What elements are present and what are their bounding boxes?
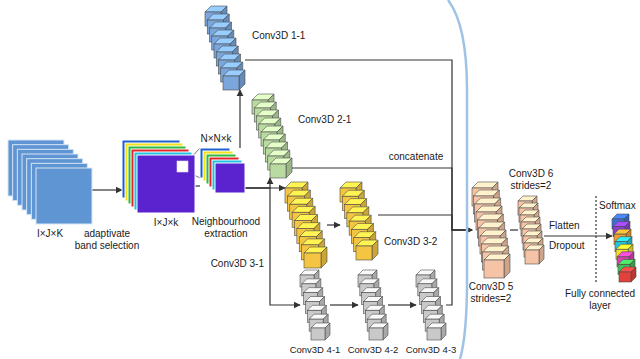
block-label: Fully connected layer [563, 288, 637, 312]
conv-block: Conv3D 4-2 [358, 270, 388, 340]
conv-block-shape [472, 182, 510, 278]
connector-arrow [330, 304, 358, 305]
shape-group [358, 270, 388, 340]
patch-cube-shape [200, 148, 245, 193]
block-label: Conv3D 2-1 [298, 114, 351, 126]
dotted-divider [595, 196, 596, 282]
input-cube: I×J×K [8, 140, 92, 224]
output-vector-shape [612, 214, 636, 282]
cube-side [631, 267, 636, 282]
cube-front [525, 250, 539, 264]
shape-group [612, 214, 636, 282]
cube-side [286, 158, 292, 178]
conv-block-shape [300, 270, 330, 340]
conv-block-shape [205, 6, 245, 90]
cube-front [270, 164, 286, 178]
conv-block-shape [358, 270, 388, 340]
connector-arrow [245, 60, 472, 230]
conv-block: Conv3D 6strides=2 [518, 196, 544, 264]
conv-block: Conv3D 2-1 [252, 94, 292, 178]
cube-front [619, 272, 631, 282]
block-label: Conv3D 4-1 [285, 344, 345, 356]
cube-front [356, 246, 372, 260]
block-label: I×J×K [25, 228, 75, 240]
shape-group [518, 196, 544, 264]
layer-note: Softmax [599, 200, 636, 212]
block-label: Conv3D 1-1 [252, 30, 305, 42]
cube-front [311, 328, 325, 340]
edge-label: concatenate [386, 151, 446, 163]
band-cube-shape [122, 140, 195, 213]
shape-group [122, 140, 195, 213]
shape-group [472, 182, 510, 278]
cube-side [383, 323, 388, 340]
conv-block-shape [285, 182, 327, 268]
connector-arrow [544, 235, 612, 236]
cube-slice [137, 155, 195, 213]
cube-front [369, 328, 383, 340]
connector-arrow [195, 185, 200, 186]
cube-side [239, 70, 245, 90]
connector-arrow [510, 229, 518, 230]
conv-block-shape [252, 94, 292, 178]
block-label: Conv3D 6 [501, 168, 561, 180]
connector-arrow [245, 178, 270, 188]
conv-block: Conv3D 3-1 [285, 182, 327, 268]
connector-arrow [388, 304, 416, 305]
conv-block-shape [518, 196, 544, 264]
cube-slice [215, 163, 245, 193]
cube-side [321, 247, 327, 268]
conv-block: Conv3D 4-3 [416, 270, 446, 340]
layer-note: Dropout [549, 240, 585, 252]
shape-group [252, 94, 292, 178]
cube-side [539, 245, 544, 264]
cube-front [304, 253, 321, 268]
edge-label: adaptivate band selection [73, 228, 141, 252]
conv-block-shape [416, 270, 446, 340]
patch-cube: N×N×k [200, 148, 245, 193]
shape-group [300, 270, 330, 340]
conv-block: Conv3D 4-1 [300, 270, 330, 340]
layer-note: Flatten [549, 220, 580, 232]
block-label: I×J×k [141, 217, 191, 229]
block-label: Conv3D 3-1 [204, 258, 264, 270]
connector-arrow [292, 168, 472, 230]
shape-group [285, 182, 327, 268]
conv-block: Conv3D 1-1 [205, 6, 245, 90]
output-vector: Fully connected layer [612, 214, 636, 282]
concatenate-bracket [448, 0, 467, 359]
block-label: Conv3D 4-2 [343, 344, 403, 356]
connector-arrow [378, 215, 472, 230]
shape-group [200, 148, 245, 193]
patch-window [177, 161, 188, 172]
input-cube-shape [8, 140, 92, 224]
conv-block: Conv3D 3-2 [340, 182, 378, 260]
connector-arrow [239, 90, 240, 148]
conv-block-shape [340, 182, 378, 260]
conv-block: Conv3D 5strides=2 [472, 182, 510, 278]
shape-group [205, 6, 245, 90]
block-label: strides=2 [461, 293, 521, 305]
cube-slice [36, 168, 92, 224]
cube-side [504, 254, 510, 278]
shape-group [416, 270, 446, 340]
connector-arrow [92, 189, 122, 190]
cube-side [441, 323, 446, 340]
shape-group [340, 182, 378, 260]
edge-label: Neighbourhood extraction [189, 216, 263, 240]
block-label: strides=2 [501, 180, 561, 192]
cube-front [484, 260, 504, 278]
shape-group [8, 140, 92, 224]
band-cube: I×J×k [122, 140, 195, 213]
block-label: Conv3D 5 [461, 281, 521, 293]
cube-front [427, 328, 441, 340]
cube-front [223, 76, 239, 90]
cube-side [325, 323, 330, 340]
block-label: N×N×k [198, 133, 234, 145]
cube-side [372, 240, 378, 260]
connector-arrow [327, 224, 340, 225]
block-label: Conv3D 4-3 [401, 344, 461, 356]
block-label: Conv3D 3-2 [384, 236, 437, 248]
